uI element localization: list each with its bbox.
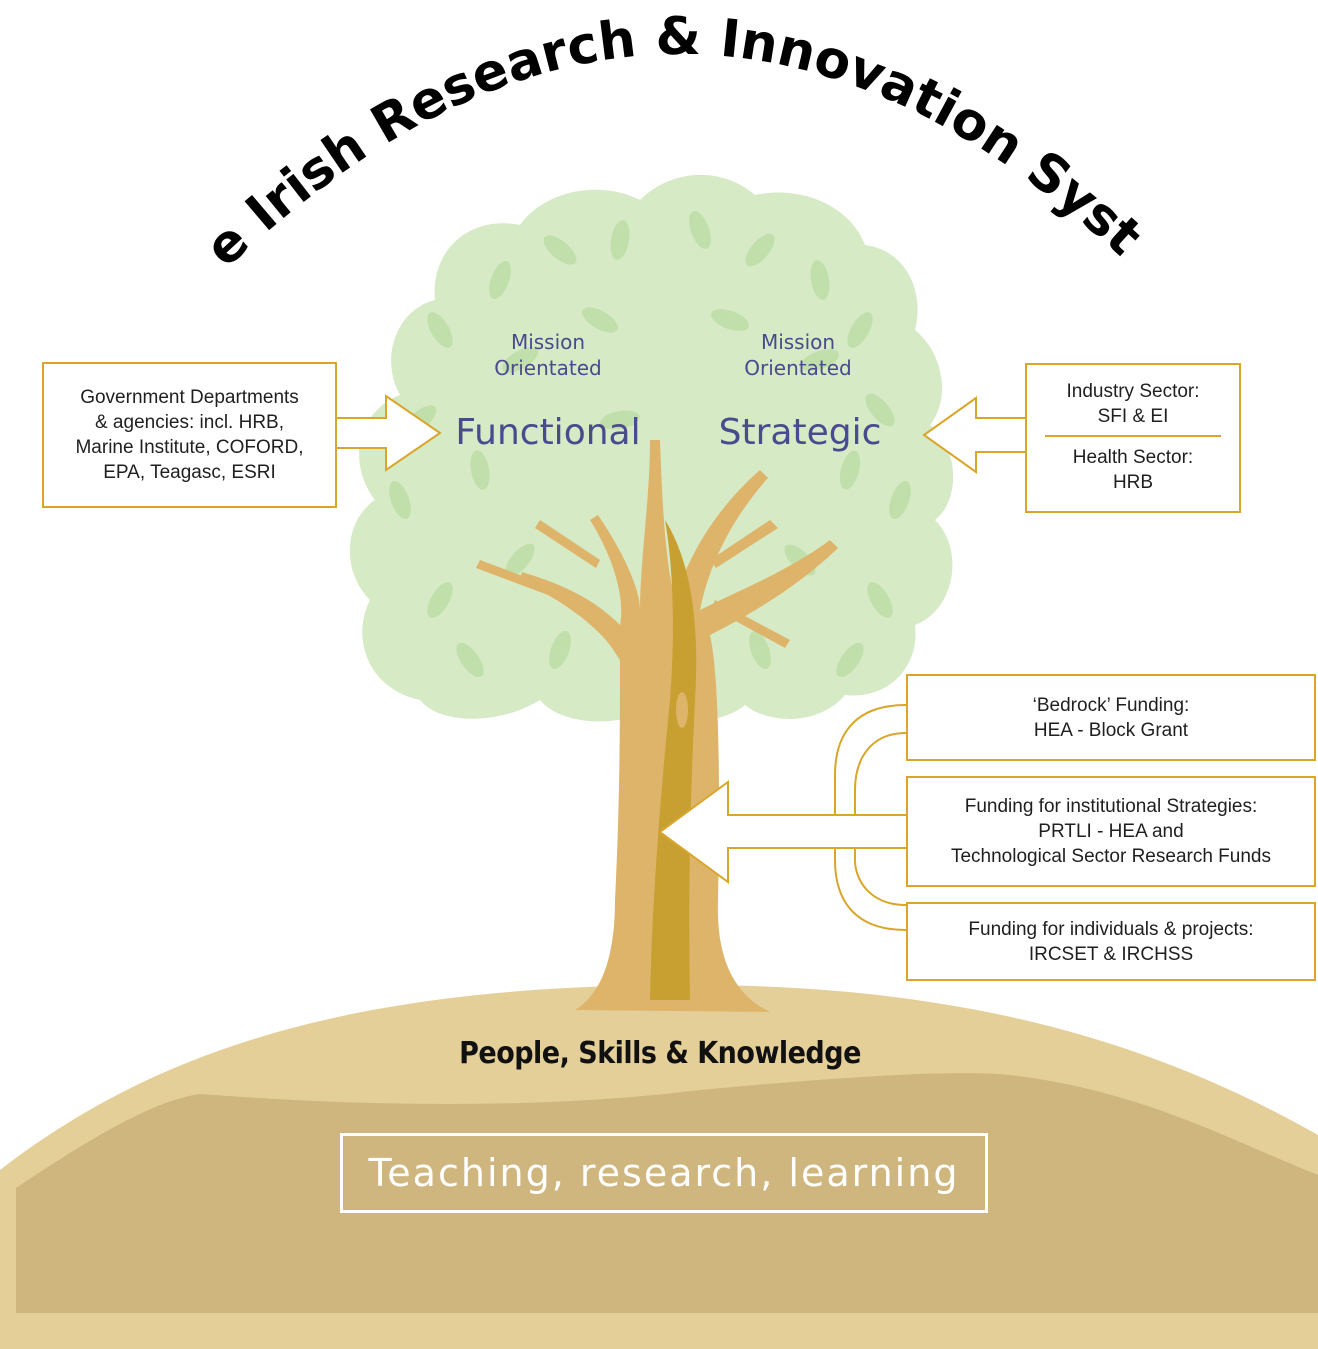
health-line-1: Health Sector:: [1072, 447, 1194, 468]
teaching-label: Teaching, research, learning: [368, 1151, 960, 1195]
funding-arrow: [658, 780, 906, 884]
leaf: [543, 235, 577, 265]
tree-trunk: [476, 440, 838, 1012]
institutional-line-1: Funding for institutional Strategies:: [964, 796, 1258, 817]
leaf: [839, 450, 861, 490]
bedrock-funding-box: ‘Bedrock’ Funding: HEA - Block Grant: [906, 674, 1316, 761]
gov-line-3: Marine Institute, COFORD,: [75, 437, 304, 458]
box-divider: [1045, 435, 1221, 437]
leaf: [610, 220, 630, 260]
right-arrow: [922, 396, 1027, 474]
leaf: [600, 410, 640, 430]
people-skills-knowledge-label: People, Skills & Knowledge: [459, 1036, 861, 1071]
leaf: [456, 642, 484, 678]
leaf: [505, 543, 535, 577]
institutional-line-3: Technological Sector Research Funds: [950, 846, 1271, 867]
strategic-label: Strategic: [718, 412, 882, 453]
leaf: [865, 393, 895, 427]
canopy-leaves: [389, 210, 911, 678]
functional-label: Functional: [455, 412, 641, 453]
gov-line-1: Government Departments: [80, 387, 299, 408]
leaf: [745, 233, 775, 267]
leaf: [867, 582, 893, 618]
institutional-funding-box: Funding for institutional Strategies: PR…: [906, 776, 1316, 887]
bedrock-line-1: ‘Bedrock’ Funding:: [1032, 694, 1190, 716]
leaf: [489, 260, 511, 300]
mission-label-left: Mission Orientated: [468, 329, 628, 381]
leaf: [836, 642, 864, 678]
leaf: [847, 312, 873, 348]
leaf: [502, 347, 538, 373]
leaf: [689, 210, 711, 250]
leaf: [889, 480, 911, 520]
teaching-box: Teaching, research, learning: [340, 1133, 988, 1213]
mission-left-line1: Mission: [510, 330, 586, 354]
gov-line-2: & agencies: incl. HRB,: [94, 412, 285, 433]
leaf: [427, 582, 453, 618]
health-line-2: HRB: [1112, 472, 1154, 493]
leaf: [389, 480, 411, 520]
individual-funding-box: Funding for individuals & projects: IRCS…: [906, 902, 1316, 981]
industry-line-2: SFI & EI: [1097, 406, 1169, 427]
individual-line-1: Funding for individuals & projects:: [968, 918, 1254, 940]
leaf: [710, 309, 750, 331]
mission-label-right: Mission Orientated: [718, 329, 878, 381]
left-arrow: [335, 394, 442, 472]
bedrock-line-2: HEA - Block Grant: [1033, 719, 1189, 741]
leaf: [800, 349, 840, 371]
industry-health-box: Industry Sector: SFI & EI Health Sector:…: [1025, 363, 1241, 513]
leaf: [549, 630, 571, 670]
leaf: [749, 630, 771, 670]
gov-line-4: EPA, Teagasc, ESRI: [103, 462, 276, 483]
industry-line-1: Industry Sector:: [1066, 381, 1200, 402]
leaf: [582, 307, 618, 333]
mission-right-line1: Mission: [760, 330, 836, 354]
mission-left-line2: Orientated: [494, 356, 602, 380]
leaf: [427, 312, 453, 348]
leaf: [810, 260, 830, 300]
individual-line-2: IRCSET & IRCHSS: [1028, 943, 1194, 965]
leaf: [470, 450, 490, 490]
funding-bracket: [834, 704, 907, 931]
institutional-line-2: PRTLI - HEA and: [1038, 821, 1184, 842]
mission-right-line2: Orientated: [744, 356, 852, 380]
government-departments-box: Government Departments & agencies: incl.…: [42, 362, 337, 508]
